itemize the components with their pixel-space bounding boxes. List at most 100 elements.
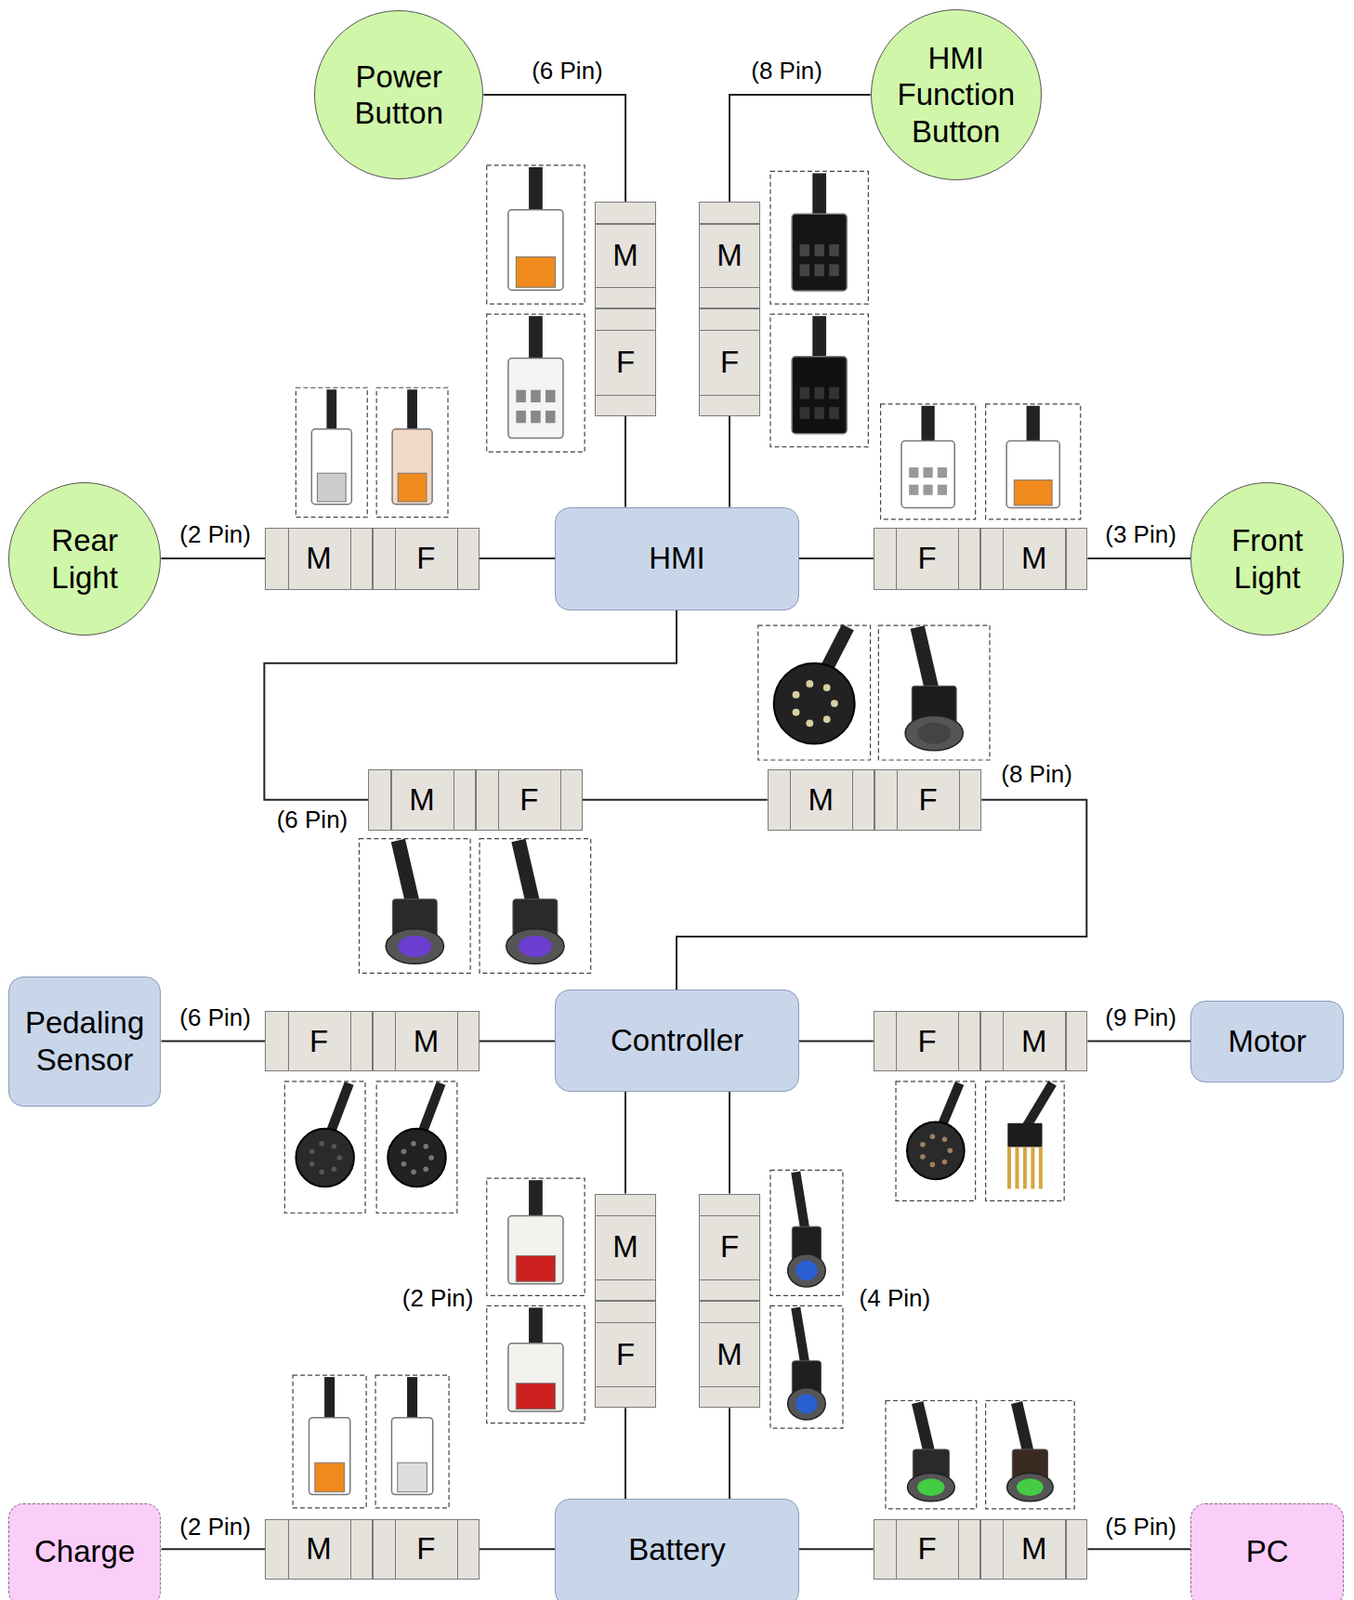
pin-hole — [937, 467, 947, 478]
wire — [799, 1548, 874, 1551]
connector-insert — [1016, 1478, 1044, 1497]
connector-tip — [397, 1462, 428, 1492]
pin-hole — [814, 244, 825, 257]
connector-nut — [506, 929, 565, 965]
connector-nut — [788, 1388, 827, 1420]
node-label: HMI Function Button — [883, 39, 1028, 151]
pin — [930, 1134, 936, 1141]
photo-frame — [770, 170, 868, 304]
photo-frame — [985, 1081, 1065, 1201]
connector-half: F — [372, 1519, 480, 1580]
connector-divider — [895, 528, 897, 590]
pin — [428, 1155, 434, 1161]
connector-photo — [486, 1305, 585, 1423]
pin-count: (6 Pin) — [275, 806, 351, 835]
gender-mark: M — [716, 236, 743, 275]
connector-half: M — [594, 1194, 657, 1302]
gender-mark: F — [616, 1336, 635, 1374]
photo-frame — [358, 839, 471, 974]
connector-divider — [595, 1386, 656, 1388]
connector-divider — [350, 1012, 352, 1071]
connector-divider — [958, 528, 960, 590]
pin — [422, 1143, 429, 1150]
pin — [401, 1161, 408, 1168]
connector-photo — [292, 1375, 367, 1509]
pin-count: (4 Pin) — [857, 1285, 934, 1314]
gender-mark: F — [519, 781, 539, 819]
photo-frame — [770, 314, 868, 447]
connector-tip — [315, 1462, 345, 1492]
connector-insert — [917, 1478, 945, 1497]
connector-photo — [295, 387, 368, 517]
connector-photo — [878, 625, 990, 761]
connector-body — [392, 429, 433, 505]
photo-frame — [486, 1178, 585, 1296]
pin — [410, 1141, 417, 1147]
module-box: HMI — [554, 507, 799, 611]
pin — [805, 719, 814, 727]
pin — [1023, 1146, 1027, 1189]
gender-mark: M — [612, 236, 639, 275]
gender-mark: M — [413, 1023, 440, 1061]
connector-photo — [375, 1375, 449, 1509]
connector-divider — [895, 1520, 897, 1579]
connector-divider — [1064, 1520, 1066, 1579]
connector-photo — [376, 1081, 458, 1214]
connector-divider — [1002, 1520, 1004, 1579]
pin — [309, 1161, 316, 1168]
connector-photo — [770, 170, 868, 304]
connector-photo — [284, 1081, 366, 1214]
connector-body — [508, 1343, 564, 1412]
connector-divider — [699, 1279, 760, 1281]
pin-hole — [530, 390, 541, 403]
pin-hole — [530, 410, 541, 423]
photo-frame — [895, 1081, 976, 1201]
cable — [528, 1180, 543, 1220]
connector-insert — [518, 935, 553, 958]
wire — [479, 1548, 555, 1551]
connector-half: M — [368, 769, 475, 831]
pin-count: (2 Pin) — [177, 521, 253, 550]
connector-body — [391, 1418, 433, 1496]
cable — [1025, 1083, 1053, 1130]
pin — [805, 680, 814, 688]
pin-hole — [828, 407, 840, 420]
connector-divider — [958, 1012, 960, 1071]
connector-body — [508, 1216, 564, 1285]
cable — [407, 389, 418, 434]
pin-hole — [545, 410, 556, 423]
photo-frame — [885, 1401, 977, 1510]
pin-hole — [800, 407, 811, 420]
connector-photo — [486, 314, 585, 452]
connector-half: M — [980, 1519, 1088, 1580]
wire — [161, 557, 266, 560]
connector-divider — [350, 1520, 352, 1579]
pin — [1030, 1146, 1035, 1189]
pin-hole — [937, 485, 947, 496]
cable — [812, 315, 827, 361]
connector-half: F — [594, 308, 657, 417]
connector-half: F — [372, 527, 480, 591]
connector-nut — [907, 1472, 955, 1501]
connector-divider — [288, 1520, 290, 1579]
connector-photo — [985, 404, 1081, 520]
photo-frame — [985, 404, 1081, 520]
pin — [331, 1166, 338, 1172]
gender-mark: M — [1021, 539, 1048, 578]
pin-hole — [545, 390, 556, 403]
connector-divider — [1002, 1012, 1004, 1071]
gender-mark: F — [917, 539, 936, 578]
photo-frame — [770, 1305, 843, 1429]
wire — [161, 1040, 266, 1043]
wire — [728, 416, 731, 508]
cable — [326, 389, 337, 434]
connector-tip — [515, 1383, 555, 1410]
connector-half: F — [475, 769, 583, 831]
connector-divider — [595, 1215, 656, 1217]
connector-nut — [905, 715, 963, 751]
component-circle: Rear Light — [8, 482, 162, 636]
wire — [728, 1407, 731, 1499]
photo-frame — [284, 1081, 366, 1214]
pin-hole — [800, 387, 811, 400]
